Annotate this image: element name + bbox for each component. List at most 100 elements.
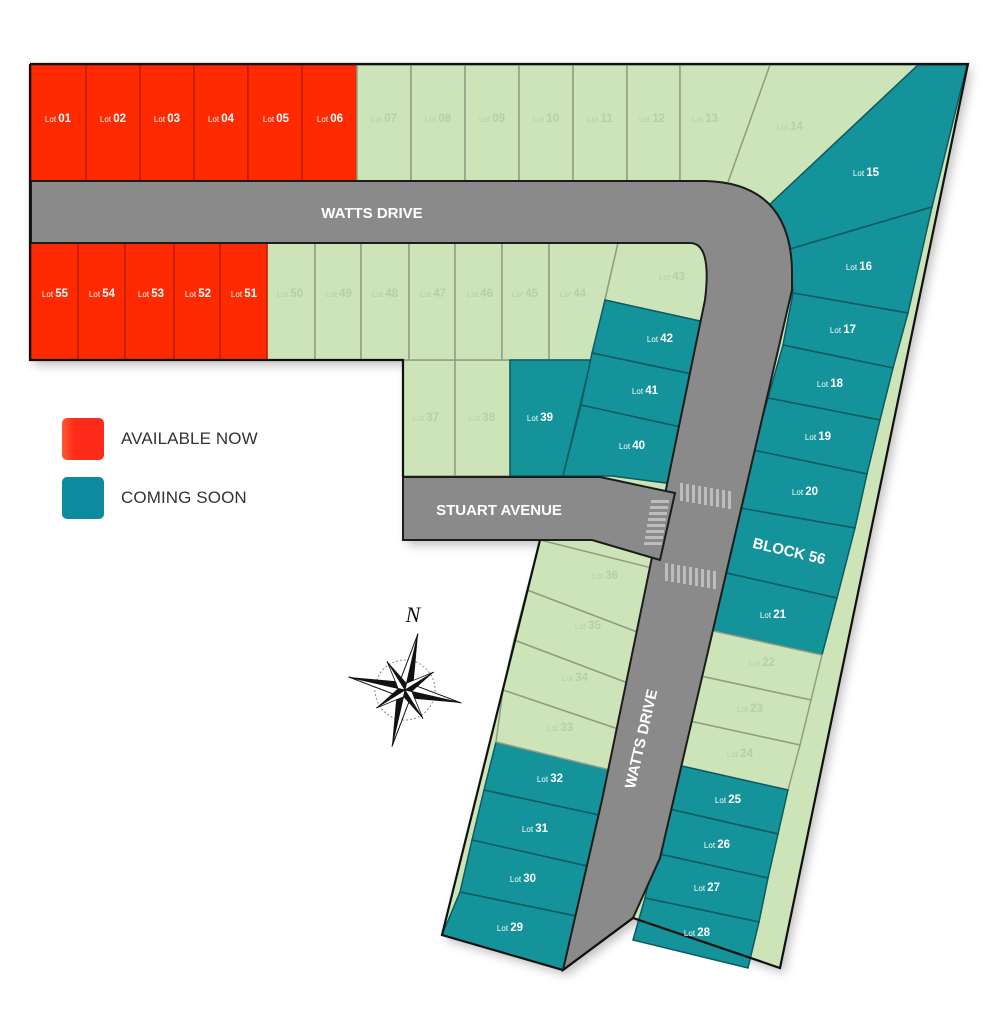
legend-label-available: AVAILABLE NOW: [121, 429, 258, 448]
lot-09[interactable]: [464, 64, 520, 182]
lots-east-coming-soon: [708, 64, 968, 656]
lot-label-25: Lot 25: [715, 794, 742, 806]
lot-12[interactable]: [626, 64, 681, 182]
lot-label-47: Lot 47: [420, 288, 446, 300]
site-boundary: [30, 62, 970, 972]
compass-north-label: N: [405, 602, 422, 627]
lot-label-32: Lot 32: [537, 773, 563, 785]
lot-51[interactable]: [219, 242, 268, 361]
lots-middle-available: [30, 242, 268, 361]
lot-label-54: Lot 54: [89, 288, 116, 300]
lot-46[interactable]: [454, 242, 503, 361]
stuart-avenue-road: [402, 476, 677, 562]
lot-label-42: Lot 42: [647, 333, 673, 345]
lot-label-39: Lot 39: [527, 412, 553, 424]
lot-label-29: Lot 29: [497, 922, 523, 934]
lot-label-13: Lot 13: [692, 113, 718, 125]
legend: AVAILABLE NOW COMING SOON: [62, 418, 258, 536]
lot-55[interactable]: [30, 242, 79, 361]
lot-37[interactable]: [402, 359, 456, 477]
coming-soon-swatch: [62, 477, 104, 519]
lot-label-09: Lot 09: [479, 113, 505, 125]
lot-label-52: Lot 52: [185, 288, 211, 300]
lot-label-20: Lot 20: [792, 486, 818, 498]
lot-label-55: Lot 55: [42, 288, 69, 300]
lot-label-10: Lot 10: [533, 113, 559, 125]
watts-drive-road: [30, 180, 793, 973]
lot-label-50: Lot 50: [277, 288, 303, 300]
lots-southwest-other: [495, 539, 661, 771]
compass-circle: [374, 659, 436, 721]
lot-label-27: Lot 27: [694, 882, 720, 894]
compass-rose: N: [348, 602, 462, 747]
lot-07[interactable]: [356, 64, 412, 182]
lot-label-43: Lot 43: [659, 271, 685, 283]
lot-08[interactable]: [410, 64, 466, 182]
lot-11[interactable]: [572, 64, 628, 182]
lot-label-18: Lot 18: [817, 378, 844, 390]
lot-label-19: Lot 19: [805, 431, 831, 443]
lot-label-30: Lot 30: [510, 873, 536, 885]
lot-label-12: Lot 12: [639, 113, 665, 125]
lot-label-49: Lot 49: [326, 288, 352, 300]
lot-label-08: Lot 08: [425, 113, 452, 125]
lot-label-33: Lot 33: [547, 722, 573, 734]
lot-label-24: Lot 24: [727, 748, 754, 760]
lot-label-17: Lot 17: [830, 324, 856, 336]
lot-label-31: Lot 31: [522, 823, 549, 835]
lot-label-22: Lot 22: [749, 657, 775, 669]
lot-40[interactable]: [562, 404, 695, 486]
lot-label-23: Lot 23: [737, 703, 763, 715]
lot-label-15: Lot 15: [853, 167, 880, 179]
lot-label-53: Lot 53: [138, 288, 164, 300]
lot-49[interactable]: [314, 242, 362, 361]
lot-label-34: Lot 34: [562, 672, 589, 684]
lot-label-26: Lot 26: [704, 839, 730, 851]
lot-52[interactable]: [173, 242, 221, 361]
legend-label-coming-soon: COMING SOON: [121, 488, 247, 507]
lot-06[interactable]: [301, 64, 358, 182]
lot-label-44: Lot 44: [560, 288, 587, 300]
roads: [30, 180, 793, 973]
lot-label-28: Lot 28: [684, 927, 711, 939]
lot-label-37: Lot 37: [413, 412, 439, 424]
lot-label-38: Lot 38: [469, 412, 496, 424]
lot-04[interactable]: [193, 64, 249, 182]
available-swatch: [62, 418, 104, 460]
stuart-avenue-label: STUART AVENUE: [436, 502, 562, 519]
lot-label-05: Lot 05: [263, 113, 290, 125]
lot-48[interactable]: [360, 242, 410, 361]
lot-label-06: Lot 06: [317, 113, 343, 125]
legend-item-available: AVAILABLE NOW: [62, 418, 258, 460]
legend-item-coming-soon: COMING SOON: [62, 477, 258, 519]
lot-label-41: Lot 41: [632, 385, 659, 397]
lots-top-row-other: [356, 64, 920, 207]
lot-54[interactable]: [77, 242, 126, 361]
lot-47[interactable]: [408, 242, 456, 361]
lot-label-46: Lot 46: [467, 288, 493, 300]
lot-50[interactable]: [266, 242, 316, 361]
lot-label-16: Lot 16: [846, 261, 872, 273]
lot-label-51: Lot 51: [231, 288, 258, 300]
lot-label-07: Lot 07: [371, 113, 397, 125]
lot-53[interactable]: [124, 242, 175, 361]
site-boundary-west: [28, 64, 405, 477]
lot-label-01: Lot 01: [45, 113, 72, 125]
lot-label-48: Lot 48: [372, 288, 399, 300]
lot-45[interactable]: [501, 242, 550, 361]
crosswalks: [644, 483, 731, 589]
lot-label-45: Lot 45: [512, 288, 539, 300]
lot-label-14: Lot 14: [777, 121, 804, 133]
compass-star-icon: [348, 633, 462, 747]
lot-label-11: Lot 11: [587, 113, 613, 125]
lot-label-03: Lot 03: [154, 113, 180, 125]
lot-label-35: Lot 35: [575, 620, 602, 632]
lot-label-36: Lot 36: [592, 570, 618, 582]
lots-middle-coming-soon: [509, 299, 719, 486]
lot-label-21: Lot 21: [760, 609, 787, 621]
lot-02[interactable]: [85, 64, 141, 182]
lot-label-02: Lot 02: [100, 113, 126, 125]
watts-drive-label: WATTS DRIVE: [321, 205, 422, 222]
